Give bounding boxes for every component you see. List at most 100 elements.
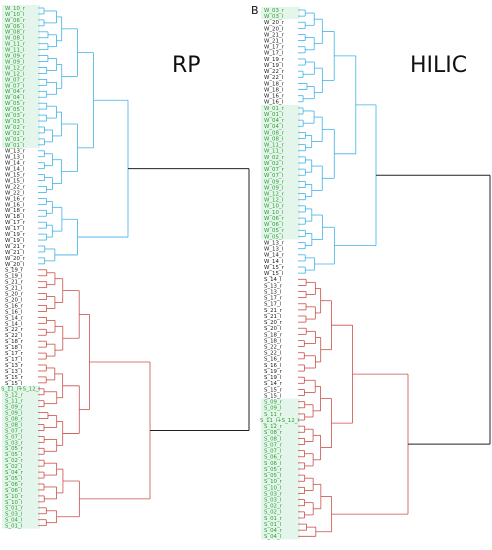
highlight-band <box>2 385 40 529</box>
leaf-label: S_12_r <box>5 393 24 399</box>
leaf-label: S_05_r <box>264 467 283 473</box>
leaf-label: W_19_l <box>264 63 283 69</box>
leaf-label: S_15_l <box>264 393 281 399</box>
leaf-label: W_17_l <box>5 226 24 232</box>
leaf-label: S_02_r <box>264 504 283 510</box>
leaf-label: W_19_r <box>264 57 285 63</box>
leaf-label: W_14_r <box>5 161 26 167</box>
leaf-label: W_18_l <box>264 87 283 93</box>
leaf-label: W_03_l <box>5 119 24 125</box>
leaf-label: S_11_l+S_12_l <box>1 387 40 393</box>
leaf-label: W_20_l <box>264 26 283 32</box>
leaf-label: S_02_r <box>5 458 24 464</box>
leaf-label: S_05_r <box>5 446 24 452</box>
leaf-label: S_08_r <box>5 416 24 422</box>
leaf-label: S_14_r <box>264 381 283 387</box>
leaf-label: W_16_r <box>264 94 285 100</box>
leaf-label: W_20_r <box>5 256 26 262</box>
leaf-label: W_20_r <box>264 20 285 26</box>
leaf-label: S_16_r <box>264 357 283 363</box>
leaf-label: S_16_l <box>264 363 281 369</box>
panel-letter: B <box>251 4 259 17</box>
leaf-label: S_13_r <box>5 363 24 369</box>
leaf-label: S_04_l <box>5 518 22 524</box>
leaf-label: W_20_l <box>5 262 24 268</box>
leaf-label: W_06_l <box>5 24 24 30</box>
leaf-label: S_10_l <box>264 485 281 491</box>
leaf-label: W_07_r <box>264 167 285 173</box>
leaf-label: W_12_l <box>264 198 283 204</box>
leaf-label: W_08_l <box>264 136 283 142</box>
leaf-label: S_08_l <box>264 436 281 442</box>
leaf-label: S_18_r <box>5 339 24 345</box>
leaf-label: S_21_l <box>264 314 281 320</box>
panel-a: ARPW_10_rW_10_lW_06_rW_06_lW_08_rW_08_lW… <box>1 4 250 530</box>
leaf-label: W_01_l <box>264 112 283 118</box>
highlight-band <box>2 5 40 148</box>
leaf-label: W_19_r <box>5 232 26 238</box>
leaf-label: W_14_l <box>5 167 24 173</box>
leaf-label: W_10_r <box>5 6 26 12</box>
leaf-label: W_13_r <box>5 149 26 155</box>
leaf-label: W_06_l <box>264 222 283 228</box>
leaf-label: W_08_r <box>264 130 285 136</box>
leaf-label: S_02_l <box>264 510 281 516</box>
leaf-label: W_21_r <box>5 244 26 250</box>
leaf-label: S_14_l <box>5 321 22 327</box>
leaf-label: W_05_r <box>264 228 285 234</box>
leaf-label: S_18_r <box>264 332 283 338</box>
leaf-label: S_19_l <box>5 274 22 280</box>
leaf-label: S_10_l <box>5 500 22 506</box>
highlight-band <box>261 398 300 540</box>
leaf-label: W_15_r <box>5 173 26 179</box>
leaf-label: S_22_l <box>5 333 22 339</box>
leaf-label: W_17_r <box>264 45 285 51</box>
leaf-label: W_17_l <box>264 51 283 57</box>
leaf-label: S_08_r <box>264 430 283 436</box>
leaf-label: S_14_r <box>5 315 24 321</box>
leaf-label: W_02_r <box>5 125 26 131</box>
leaf-label: S_16_r <box>5 303 24 309</box>
leaf-label: S_21_l <box>5 286 22 292</box>
leaf-label: W_16_l <box>5 202 24 208</box>
leaf-label: S_06_r <box>264 455 283 461</box>
leaf-label: S_06_l <box>5 488 22 494</box>
leaf-label: S_22_l <box>264 351 281 357</box>
leaf-label: W_12_r <box>5 65 26 71</box>
leaf-label: W_17_r <box>5 220 26 226</box>
leaf-label: W_21_l <box>5 250 24 256</box>
leaf-label: S_07_r <box>5 428 24 434</box>
leaf-label: W_03_l <box>264 14 283 20</box>
leaf-label: S_10_r <box>5 494 24 500</box>
leaf-label: W_05_l <box>264 234 283 240</box>
leaf-label: S_15_r <box>264 387 283 393</box>
leaf-label: W_11_r <box>264 143 285 149</box>
leaf-label: W_19_l <box>5 238 24 244</box>
highlight-band <box>261 6 300 20</box>
leaf-label: W_11_r <box>5 42 26 48</box>
highlight-band <box>261 104 300 240</box>
leaf-label: W_22_l <box>264 75 283 81</box>
leaf-label: S_11_r <box>264 412 283 418</box>
leaf-label: S_04_l <box>264 534 281 540</box>
leaf-label: W_18_r <box>264 81 285 87</box>
leaf-label: W_09_r <box>5 54 26 60</box>
leaf-label: W_10_r <box>264 204 285 210</box>
leaf-label: W_01_r <box>264 106 285 112</box>
leaf-label: S_20_r <box>5 292 24 298</box>
leaf-label: W_09_r <box>264 179 285 185</box>
leaf-label: S_03_l <box>5 512 22 518</box>
leaf-label: W_12_l <box>5 71 24 77</box>
leaf-label: W_18_r <box>5 208 26 214</box>
leaf-label: S_15_r <box>5 375 24 381</box>
leaf-label: W_05_r <box>5 101 26 107</box>
leaf-label: S_16_l <box>5 309 22 315</box>
leaf-label: W_12_r <box>264 192 285 198</box>
leaf-label: S_05_l <box>5 476 22 482</box>
method-title: RP <box>172 53 201 78</box>
leaf-label: S_13_l <box>264 289 281 295</box>
leaf-label: W_13_l <box>264 247 283 253</box>
leaf-label: S_01_l <box>264 522 281 528</box>
leaf-label: W_07_r <box>5 77 26 83</box>
